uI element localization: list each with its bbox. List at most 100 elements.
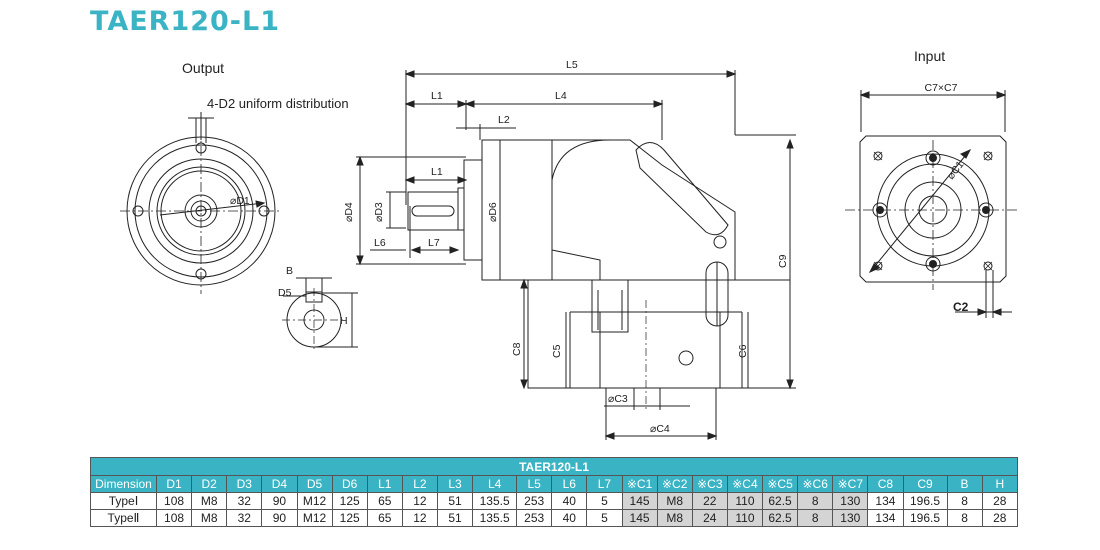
table-header-cell: ※C2	[656, 475, 693, 493]
table-cell: 32	[226, 509, 263, 527]
dim-B: B	[286, 265, 293, 277]
dim-C9: C9	[777, 254, 789, 268]
dim-L1-top: L1	[431, 90, 443, 102]
table-cell: 90	[261, 492, 298, 510]
table-header-cell: L2	[401, 475, 439, 493]
table-cell: 22	[691, 492, 728, 510]
table-header-cell: ※C6	[797, 475, 834, 493]
table-header-cell: D5	[296, 475, 333, 493]
table-cell: 28	[981, 509, 1019, 527]
dim-D4: ⌀D4	[343, 202, 355, 222]
table-header-cell: ※C3	[691, 475, 728, 493]
dim-L5: L5	[566, 59, 578, 71]
table-cell: M8	[656, 509, 693, 527]
table-header-cell: D3	[226, 475, 263, 493]
side-view-body	[407, 134, 796, 440]
table-cell: 12	[401, 492, 439, 510]
table-cell: 253	[516, 509, 553, 527]
table-cell: M12	[296, 492, 333, 510]
table-header-cell: Dimension	[90, 475, 157, 493]
page-title: TAER120-L1	[90, 6, 281, 37]
table-cell: 110	[726, 509, 764, 527]
table-cell: 12	[401, 509, 439, 527]
table-cell: 135.5	[472, 509, 518, 527]
side-view-dimension-lines	[356, 70, 737, 266]
table-header-cell: L1	[366, 475, 403, 493]
table-cell: 51	[436, 509, 474, 527]
table-cell: 65	[366, 509, 403, 527]
dim-C5: C5	[551, 344, 563, 358]
table-cell: 40	[551, 509, 588, 527]
table-header-cell: L7	[586, 475, 623, 493]
table-header-cell: L5	[516, 475, 553, 493]
dim-D1: ⌀D1	[230, 195, 250, 207]
dim-L2: L2	[498, 114, 510, 126]
table-cell: TypeⅠ	[90, 492, 157, 510]
table-cell: M8	[191, 492, 228, 510]
table-cell: 135.5	[472, 492, 518, 510]
table-header-cell: D4	[261, 475, 298, 493]
table-cell: 8	[946, 492, 983, 510]
table-cell: 5	[586, 509, 623, 527]
table-cell: 24	[691, 509, 728, 527]
table-cell: 90	[261, 509, 298, 527]
mount-note: 4-D2 uniform distribution	[207, 96, 349, 111]
table-header-cell: D2	[191, 475, 228, 493]
dim-L1: L1	[431, 166, 443, 178]
output-view-label: Output	[182, 60, 225, 76]
table-cell: M8	[656, 492, 693, 510]
table-header-cell: D6	[331, 475, 368, 493]
table-cell: 134	[867, 509, 904, 527]
table-header-cell: ※C5	[761, 475, 799, 493]
table-header-cell: ※C4	[726, 475, 764, 493]
table-cell: 8	[946, 509, 983, 527]
dim-C2: C2	[953, 300, 969, 314]
table-header-cell: L6	[551, 475, 588, 493]
dim-C6: C6	[737, 344, 749, 358]
table-header-cell: B	[946, 475, 983, 493]
dim-C4: ⌀C4	[650, 423, 670, 435]
shaft-end-view	[282, 277, 358, 352]
table-cell: 125	[331, 509, 368, 527]
table-cell: 125	[331, 492, 368, 510]
table-header-cell: L3	[436, 475, 474, 493]
dim-L4: L4	[555, 90, 567, 102]
table-header-cell: ※C7	[832, 475, 869, 493]
table-header-cell: L4	[472, 475, 518, 493]
table-cell: 108	[155, 509, 193, 527]
dim-D5: D5	[278, 287, 292, 299]
table-header-cell: ※C1	[621, 475, 658, 493]
dim-C7xC7: C7×C7	[925, 82, 958, 94]
dim-D6: ⌀D6	[487, 202, 499, 222]
input-view-label: Input	[914, 48, 946, 64]
table-cell: 196.5	[902, 509, 948, 527]
table-cell: 28	[981, 492, 1019, 510]
table-header-cell: C8	[867, 475, 904, 493]
table-cell: 130	[832, 509, 869, 527]
table-cell: 110	[726, 492, 764, 510]
table-header-cell: D1	[155, 475, 193, 493]
table-cell: 5	[586, 492, 623, 510]
dim-C3: ⌀C3	[608, 393, 628, 405]
input-flange-view	[845, 90, 1020, 318]
table-cell: 145	[621, 509, 658, 527]
table-cell: 8	[797, 509, 834, 527]
table-cell: 40	[551, 492, 588, 510]
table-cell: 108	[155, 492, 193, 510]
table-cell: M12	[296, 509, 333, 527]
table-cell: 253	[516, 492, 553, 510]
dim-H: H	[340, 315, 348, 327]
table-cell: M8	[191, 509, 228, 527]
table-cell: 145	[621, 492, 658, 510]
table-cell: 32	[226, 492, 263, 510]
table-title: TAER120-L1	[90, 457, 1018, 476]
technical-drawing: L5 L1 L4 L2 L1 L6 L7 ⌀D1 D5 B H C7×C7 C2…	[120, 59, 1020, 440]
table-cell: 8	[797, 492, 834, 510]
dim-D3: ⌀D3	[373, 202, 385, 222]
dim-C8: C8	[511, 342, 523, 356]
